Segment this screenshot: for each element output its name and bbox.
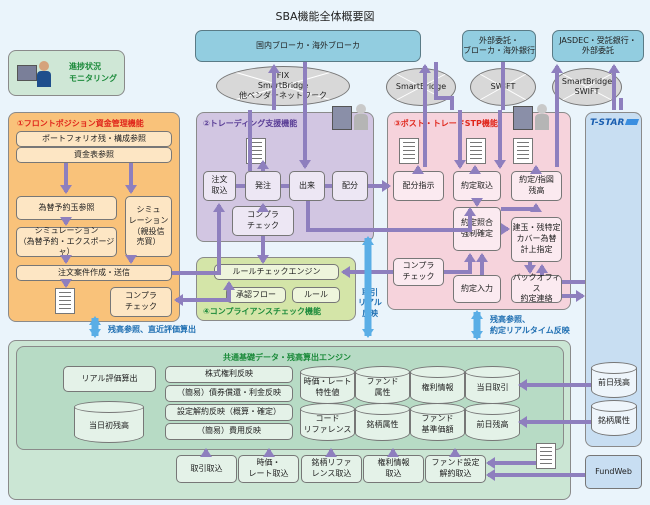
engine-process-box[interactable]: （簡易）債券償還・利金反映 [165,385,293,402]
order-intake-box[interactable]: 注文取込 [203,171,236,201]
arrow-head [576,290,585,302]
post-compliance-box[interactable]: コンプラチェック [393,258,444,286]
engine-data-db[interactable]: 前日残高 [465,403,520,441]
import-box[interactable]: 権利情報取込 [363,455,424,483]
trading-panel-title: ②トレーディング支援機能 [203,119,298,128]
contract-input-box[interactable]: 約定入力 [453,275,501,303]
sim-fund-box[interactable]: シミュレーション（親投信売買） [125,196,172,257]
opening-balance-db[interactable]: 当日初残高 [74,401,144,443]
engine-process-box[interactable]: （簡易）費用反映 [165,423,293,440]
front-panel-title: ①フロントポジション資金管理機能 [17,119,144,128]
matching-box[interactable]: 約定照合強制確定 [453,207,501,251]
arrow-head [89,329,101,338]
outsourcing-box: 外部委託・ブローカ・海外銀行 [462,30,536,62]
engine-data-db[interactable]: コードリファレンス [300,403,355,441]
engine-data-db[interactable]: ファンド属性 [355,366,410,404]
engine-data-db[interactable]: 当日取引 [465,366,520,404]
trading-compliance-box[interactable]: コンプラチェック [232,206,294,236]
tstar-security-attr-db[interactable]: 銘柄属性 [591,400,637,436]
diagram-title: SBA機能全体概要図 [275,10,375,23]
realtime-label: 取引リアル反映 [358,288,382,318]
rule-engine-box[interactable]: ルールチェックエンジン [214,264,339,280]
document-icon [55,288,75,314]
balance-realtime-label: 残高参照、約定リアルタイム反映 [490,315,570,335]
alloc-instruction-box[interactable]: 配分指示 [393,171,444,201]
approval-flow-box[interactable]: 承認フロー [226,287,286,303]
tstar-logo: T-STAR [590,118,640,128]
brokers-box: 国内ブローカ・海外ブローカ [195,30,421,62]
real-eval-box[interactable]: リアル評価算出 [63,366,156,392]
post-document-icon-1 [399,138,419,164]
arrow-head [471,310,483,319]
arrow-head [362,329,374,338]
import-box[interactable]: ファンド設定解約取込 [425,455,486,483]
arrow-head [471,331,483,340]
jasdec-box: JASDEC・受託銀行・外部委託 [552,30,644,62]
monitoring-box: 進捗状況 モニタリング [8,50,125,96]
operator-person-icon [513,102,553,134]
swift-ellipse: SWIFT [470,68,536,106]
allocation-box[interactable]: 配分 [332,171,368,201]
contract-instruction-box[interactable]: 約定/指図残高 [511,171,562,201]
engine-process-box[interactable]: 設定解約反映（概算・確定） [165,404,293,421]
position-box[interactable]: 建玉・残特定カバー為替計上指定 [511,217,562,262]
engine-data-db[interactable]: 時価・レート特性値 [300,366,355,404]
contract-intake-box[interactable]: 約定取込 [453,171,501,201]
front-compliance-box[interactable]: コンプラチェック [110,287,172,317]
place-order-box[interactable]: 発注 [245,171,281,201]
execution-box[interactable]: 出来 [289,171,325,201]
compliance-panel-title: ④コンプライアンスチェック機能 [203,307,322,316]
backoffice-box[interactable]: バックオフィス約定連絡 [511,272,562,304]
rules-box[interactable]: ルール [292,287,340,303]
engine-process-box[interactable]: 株式権利反映 [165,366,293,383]
sim-fx-box[interactable]: シミュレーション（為替予約・エクスポージャ） [16,226,117,257]
import-box[interactable]: 取引取込 [176,455,237,483]
monitoring-label: 進捗状況 [69,62,101,71]
post-document-icon-3 [513,138,533,164]
engine-data-db[interactable]: 銘柄属性 [355,403,410,441]
post-panel-title: ③ポスト・トレードSTP機能 [394,119,498,128]
engine-document-icon [536,443,556,469]
tstar-prev-balance-db[interactable]: 前日残高 [591,362,637,398]
engine-data-db[interactable]: ファンド基準価額 [410,403,465,441]
trading-document-icon [246,138,266,164]
smartbridge-ellipse: SmartBridge [386,68,456,106]
engine-data-db[interactable]: 権利情報 [410,366,465,404]
monitoring-label-2: モニタリング [69,73,117,83]
engine-panel-title: 共通基礎データ・残高算出エンジン [223,353,351,362]
order-create-box[interactable]: 注文案件作成・送信 [16,265,172,281]
balance-ref-label: 残高参照、直近評価算出 [108,325,196,334]
trader-person-icon [332,102,372,134]
fx-reserve-box[interactable]: 為替予約玉参照 [16,196,117,220]
portfolio-ref-box[interactable]: ポートフォリオ残・構成参照 [16,131,172,147]
monitor-person-icon [17,61,53,89]
import-box[interactable]: 銘柄リファレンス取込 [301,455,362,483]
cash-ref-box[interactable]: 資金表参照 [16,147,172,163]
fundweb-box[interactable]: FundWeb [585,455,642,489]
import-box[interactable]: 時価・レート取込 [238,455,299,483]
post-document-icon-2 [466,138,486,164]
